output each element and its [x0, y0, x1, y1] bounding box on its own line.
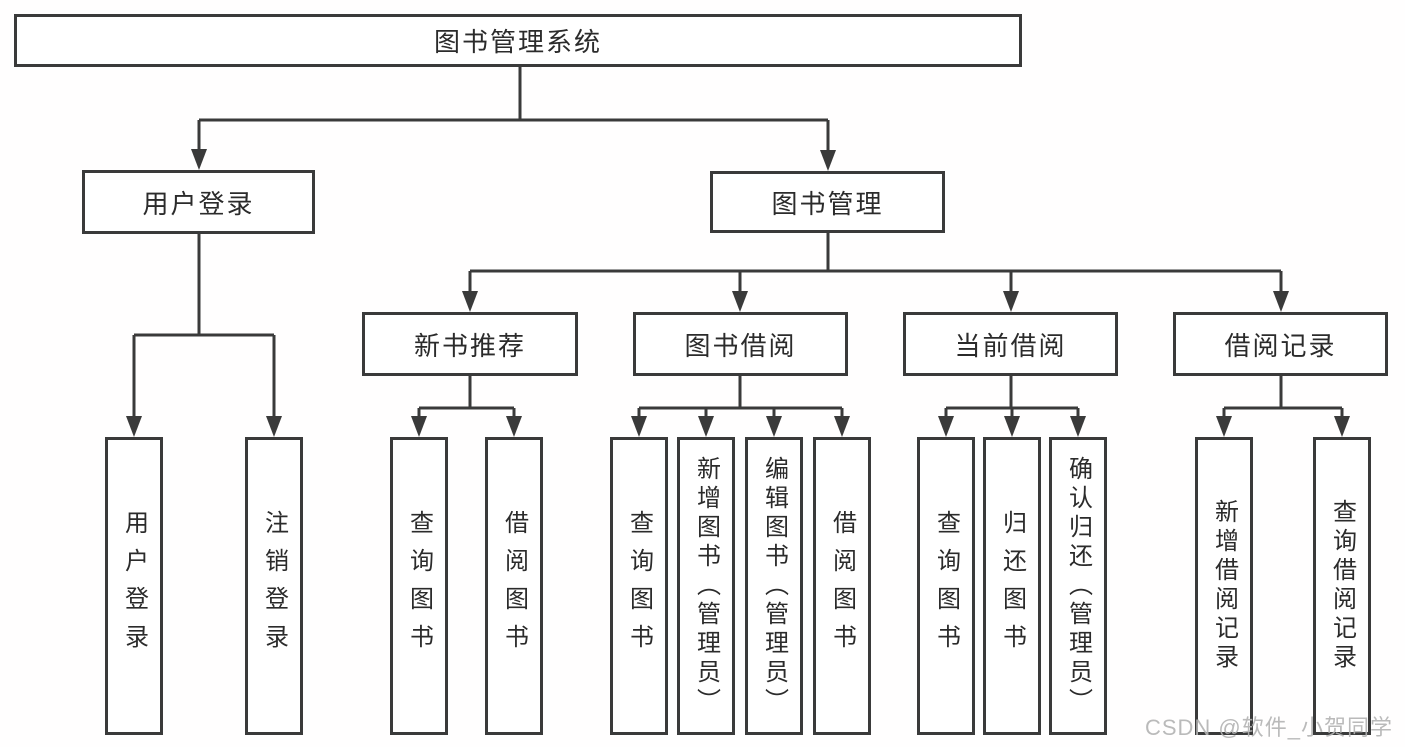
- csdn-watermark: CSDN @软件_小贺同学: [1144, 715, 1393, 740]
- leaf-edit-books-admin-label: 编辑图书（管理员）: [760, 455, 788, 717]
- connector-root-to-level2: [191, 67, 836, 171]
- node-current-borrowing: 当前借阅: [903, 312, 1118, 376]
- connector-login-to-leaves: [126, 234, 282, 437]
- node-book-borrowing-label: 图书借阅: [684, 330, 797, 361]
- connector-recommend-to-leaves: [411, 376, 522, 437]
- leaf-confirm-return-admin: 确认归还（管理员）: [1049, 437, 1107, 735]
- connector-current-to-leaves: [938, 376, 1086, 437]
- leaf-edit-books-admin: 编辑图书（管理员）: [745, 437, 803, 735]
- leaf-query-borrow-record-label: 查询借阅记录: [1328, 499, 1356, 673]
- node-book-borrowing: 图书借阅: [633, 312, 848, 376]
- leaf-recommend-query-books: 查询图书: [390, 437, 448, 735]
- connector-records-to-leaves: [1216, 376, 1350, 437]
- leaf-borrow-books: 借阅图书: [813, 437, 871, 735]
- leaf-logout-label: 注销登录: [260, 510, 288, 662]
- node-borrowing-records: 借阅记录: [1173, 312, 1388, 376]
- leaf-user-login: 用户登录: [105, 437, 163, 735]
- node-user-login: 用户登录: [82, 170, 315, 234]
- leaf-query-borrow-record: 查询借阅记录: [1313, 437, 1371, 735]
- node-book-management-label: 图书管理: [771, 188, 884, 219]
- leaf-add-borrow-record-label: 新增借阅记录: [1210, 499, 1238, 673]
- leaf-add-borrow-record: 新增借阅记录: [1195, 437, 1253, 735]
- leaf-recommend-borrow-books-label: 借阅图书: [500, 510, 528, 662]
- leaf-logout: 注销登录: [245, 437, 303, 735]
- leaf-current-query-books: 查询图书: [917, 437, 975, 735]
- node-root: 图书管理系统: [14, 14, 1022, 67]
- node-root-label: 图书管理系统: [433, 27, 602, 57]
- leaf-confirm-return-admin-label: 确认归还（管理员）: [1064, 455, 1092, 717]
- node-borrowing-records-label: 借阅记录: [1224, 330, 1337, 361]
- leaf-recommend-borrow-books: 借阅图书: [485, 437, 543, 735]
- connector-borrow-to-leaves: [631, 376, 850, 437]
- leaf-user-login-label: 用户登录: [120, 510, 148, 662]
- node-user-login-label: 用户登录: [142, 188, 255, 219]
- leaf-add-books-admin: 新增图书（管理员）: [677, 437, 735, 735]
- leaf-return-books: 归还图书: [983, 437, 1041, 735]
- node-new-book-recommend-label: 新书推荐: [413, 330, 526, 361]
- node-new-book-recommend: 新书推荐: [362, 312, 578, 376]
- leaf-borrow-query-books-label: 查询图书: [625, 510, 653, 662]
- leaf-recommend-query-books-label: 查询图书: [405, 510, 433, 662]
- node-book-management: 图书管理: [710, 171, 945, 233]
- leaf-borrow-query-books: 查询图书: [610, 437, 668, 735]
- leaf-current-query-books-label: 查询图书: [932, 510, 960, 662]
- leaf-add-books-admin-label: 新增图书（管理员）: [692, 455, 720, 717]
- leaf-return-books-label: 归还图书: [998, 510, 1026, 662]
- node-current-borrowing-label: 当前借阅: [954, 330, 1067, 361]
- leaf-borrow-books-label: 借阅图书: [828, 510, 856, 662]
- connector-mgmt-to-level3: [462, 233, 1289, 312]
